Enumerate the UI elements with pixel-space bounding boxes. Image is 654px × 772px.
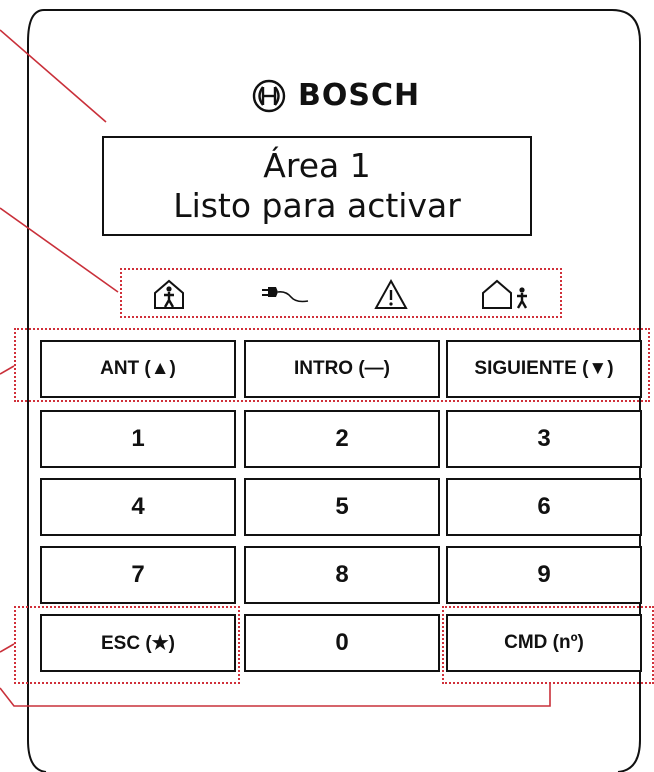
bosch-armature-icon [252,79,286,112]
ac-power-plug-icon [262,287,309,303]
lcd-display: Área 1 Listo para activar [102,136,532,236]
cmd-key[interactable]: CMD (nº) [446,614,642,672]
display-line-2: Listo para activar [173,186,461,225]
cmd-key-highlight [442,606,654,684]
armed-home-icon [154,279,184,309]
esc-key-highlight [14,606,240,684]
callout-line-nav [0,365,15,375]
enter-key[interactable]: INTRO (—) [244,340,440,398]
callout-line-display [0,29,107,123]
trouble-warning-icon [374,278,408,309]
key-7[interactable]: 7 [40,546,236,604]
display-line-1: Área 1 [263,146,371,185]
next-key[interactable]: SIGUIENTE (▼) [446,340,642,398]
nav-keys-highlight [14,328,650,402]
prev-key[interactable]: ANT (▲) [40,340,236,398]
key-4[interactable]: 4 [40,478,236,536]
key-8[interactable]: 8 [244,546,440,604]
keypad-body-outline [27,9,641,772]
brand-name: BOSCH [298,78,421,113]
key-5[interactable]: 5 [244,478,440,536]
key-6[interactable]: 6 [446,478,642,536]
callout-line-esc [0,643,15,653]
callout-line-icons [0,207,119,293]
perimeter-away-icon [482,279,528,309]
esc-key[interactable]: ESC (★) [40,614,236,672]
callout-line-cmd [0,684,551,707]
status-icon-bar [120,268,562,318]
key-3[interactable]: 3 [446,410,642,468]
key-2[interactable]: 2 [244,410,440,468]
key-0[interactable]: 0 [244,614,440,672]
key-9[interactable]: 9 [446,546,642,604]
brand-logo: BOSCH [252,78,420,113]
key-1[interactable]: 1 [40,410,236,468]
